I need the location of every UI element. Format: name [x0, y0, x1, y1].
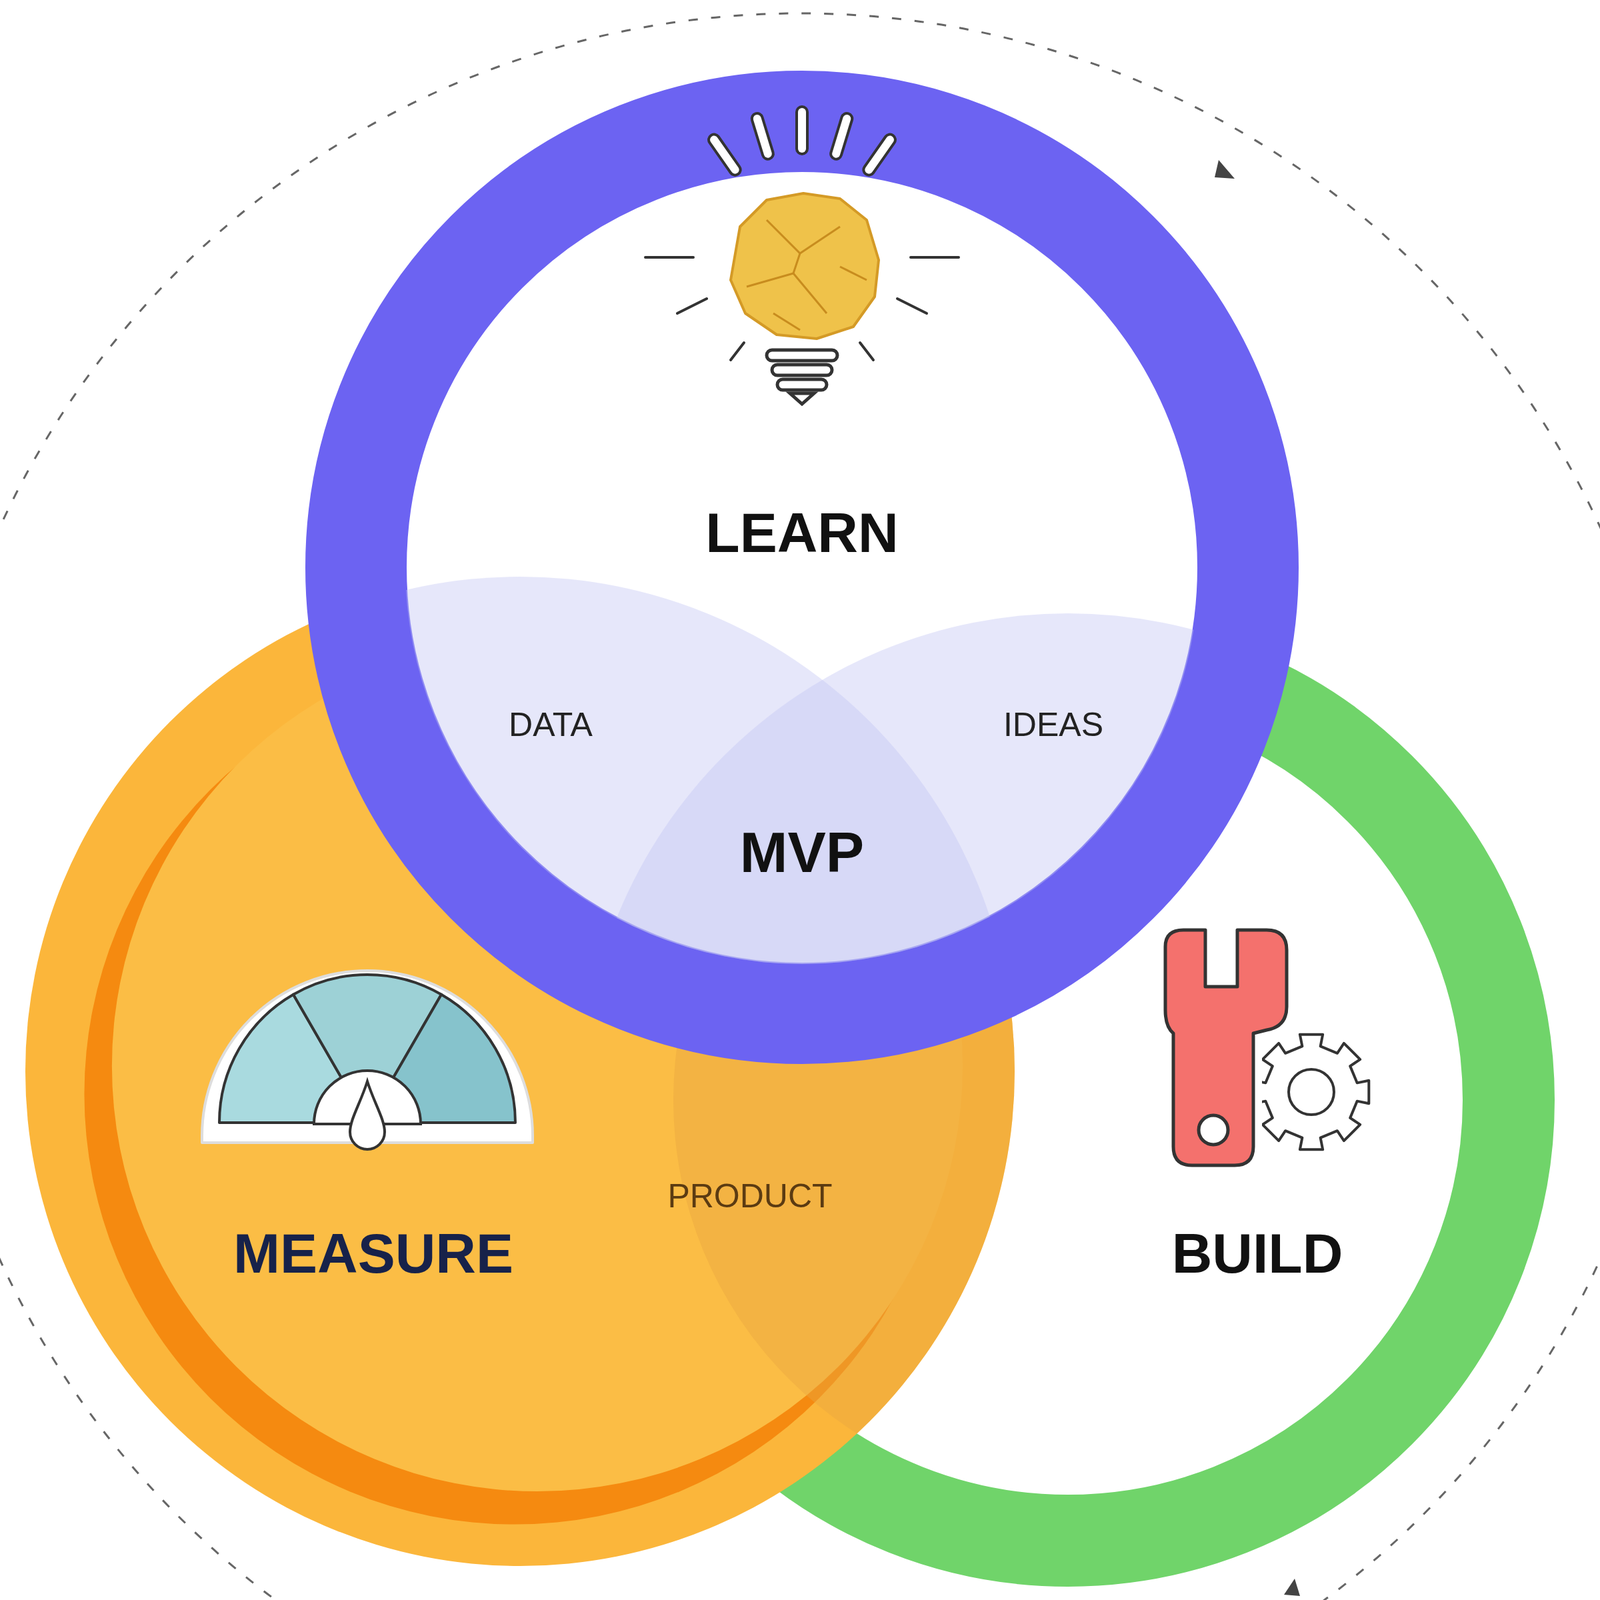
circle-title: MEASURE — [233, 1222, 514, 1284]
circle-title: LEARN — [705, 502, 898, 564]
circle-outline — [305, 70, 1299, 1064]
learn-circle: LEARN — [305, 70, 1299, 1064]
circle-title: BUILD — [1172, 1222, 1344, 1284]
